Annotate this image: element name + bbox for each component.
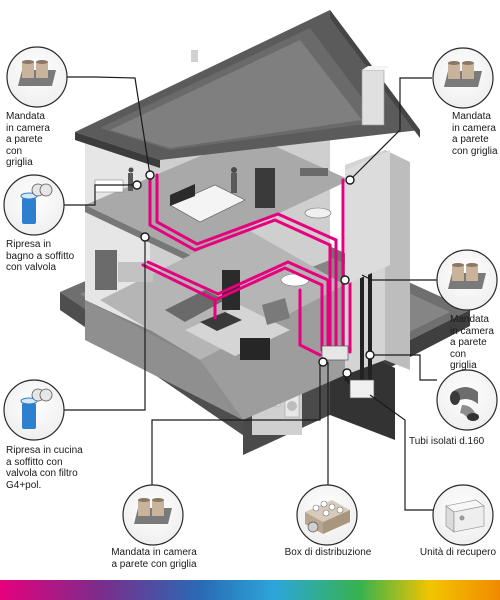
wall-grille-icon [448, 263, 486, 289]
callout-kitchen-circle [3, 379, 65, 441]
label-box: Box di distribuzione [284, 547, 372, 558]
distribution-box-icon [305, 500, 350, 534]
distribution-box [321, 345, 349, 361]
callout-tubes-circle [436, 369, 498, 431]
house-roof [75, 10, 420, 168]
connector-nodes [132, 170, 375, 378]
ceiling-valve-filter-icon [20, 388, 53, 429]
label-top-left: Mandata in camera a parete con griglia [6, 111, 50, 168]
callout-bathroom-circle [3, 174, 65, 236]
wall-grille-icon [444, 61, 482, 87]
recovery-unit-icon [445, 499, 485, 533]
label-tubes: Tubi isolati d.160 [409, 436, 485, 447]
callout-bottom-left-circle [122, 484, 184, 546]
label-kitchen: Ripresa in cucina a soffitto con valvola… [6, 445, 83, 491]
wall-grille-icon [18, 60, 56, 86]
callout-unit-circle [432, 484, 494, 546]
label-unit: Unità di recupero [419, 547, 497, 558]
rainbow-bar [0, 580, 500, 600]
label-mid-right: Mandata in camera a parete con griglia [450, 314, 494, 371]
label-top-right: Mandata in camera a parete con griglia [452, 111, 498, 157]
recovery-unit [349, 379, 375, 399]
insulated-tube-icon [450, 387, 479, 421]
wall-grille-icon [134, 498, 172, 524]
ceiling-valve-icon [20, 183, 53, 224]
callout-top-right-circle [432, 47, 494, 109]
callout-box-circle [296, 484, 358, 546]
callout-mid-right-circle [436, 249, 498, 311]
label-bottom-left: Mandata in camera a parete con griglia [111, 547, 197, 570]
callout-top-left-circle [6, 46, 68, 108]
label-bathroom: Ripresa in bagno a soffitto con valvola [6, 239, 75, 273]
pink-ducts [141, 173, 352, 357]
right-facade [345, 150, 390, 285]
callout-lines [64, 76, 462, 511]
